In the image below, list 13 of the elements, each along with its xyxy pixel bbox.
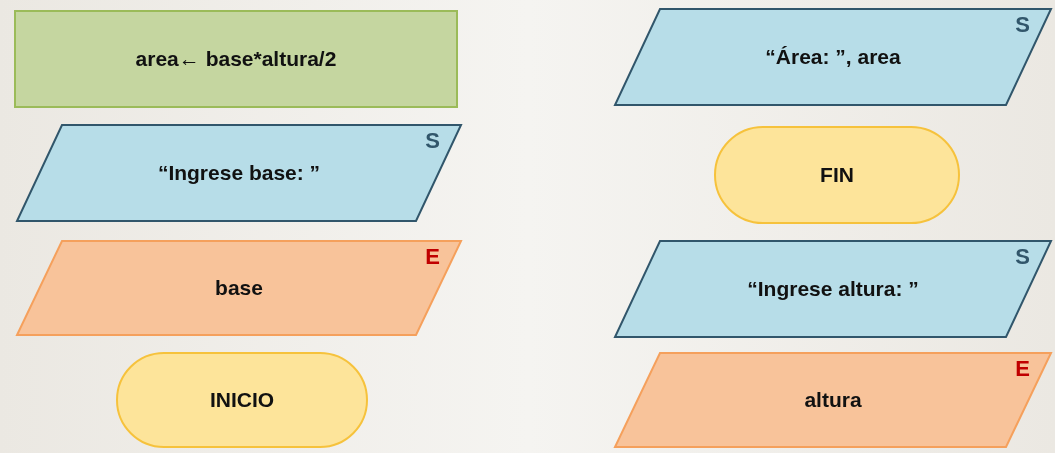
corner-letter: E (1015, 356, 1030, 382)
node-label: FIN (819, 163, 855, 187)
node-label: altura (803, 388, 863, 412)
corner-letter: S (1015, 12, 1030, 38)
node-label: “Área: ”, area (764, 45, 902, 69)
corner-letter: S (1015, 244, 1030, 270)
node-label: area← base*altura/2 (134, 47, 338, 71)
node-label: “Ingrese altura: ” (746, 277, 920, 301)
corner-letter: S (425, 128, 440, 154)
node-label: “Ingrese base: ” (156, 161, 322, 185)
node-label: INICIO (208, 388, 276, 412)
node-label: base (214, 276, 264, 300)
corner-letter: E (425, 244, 440, 270)
